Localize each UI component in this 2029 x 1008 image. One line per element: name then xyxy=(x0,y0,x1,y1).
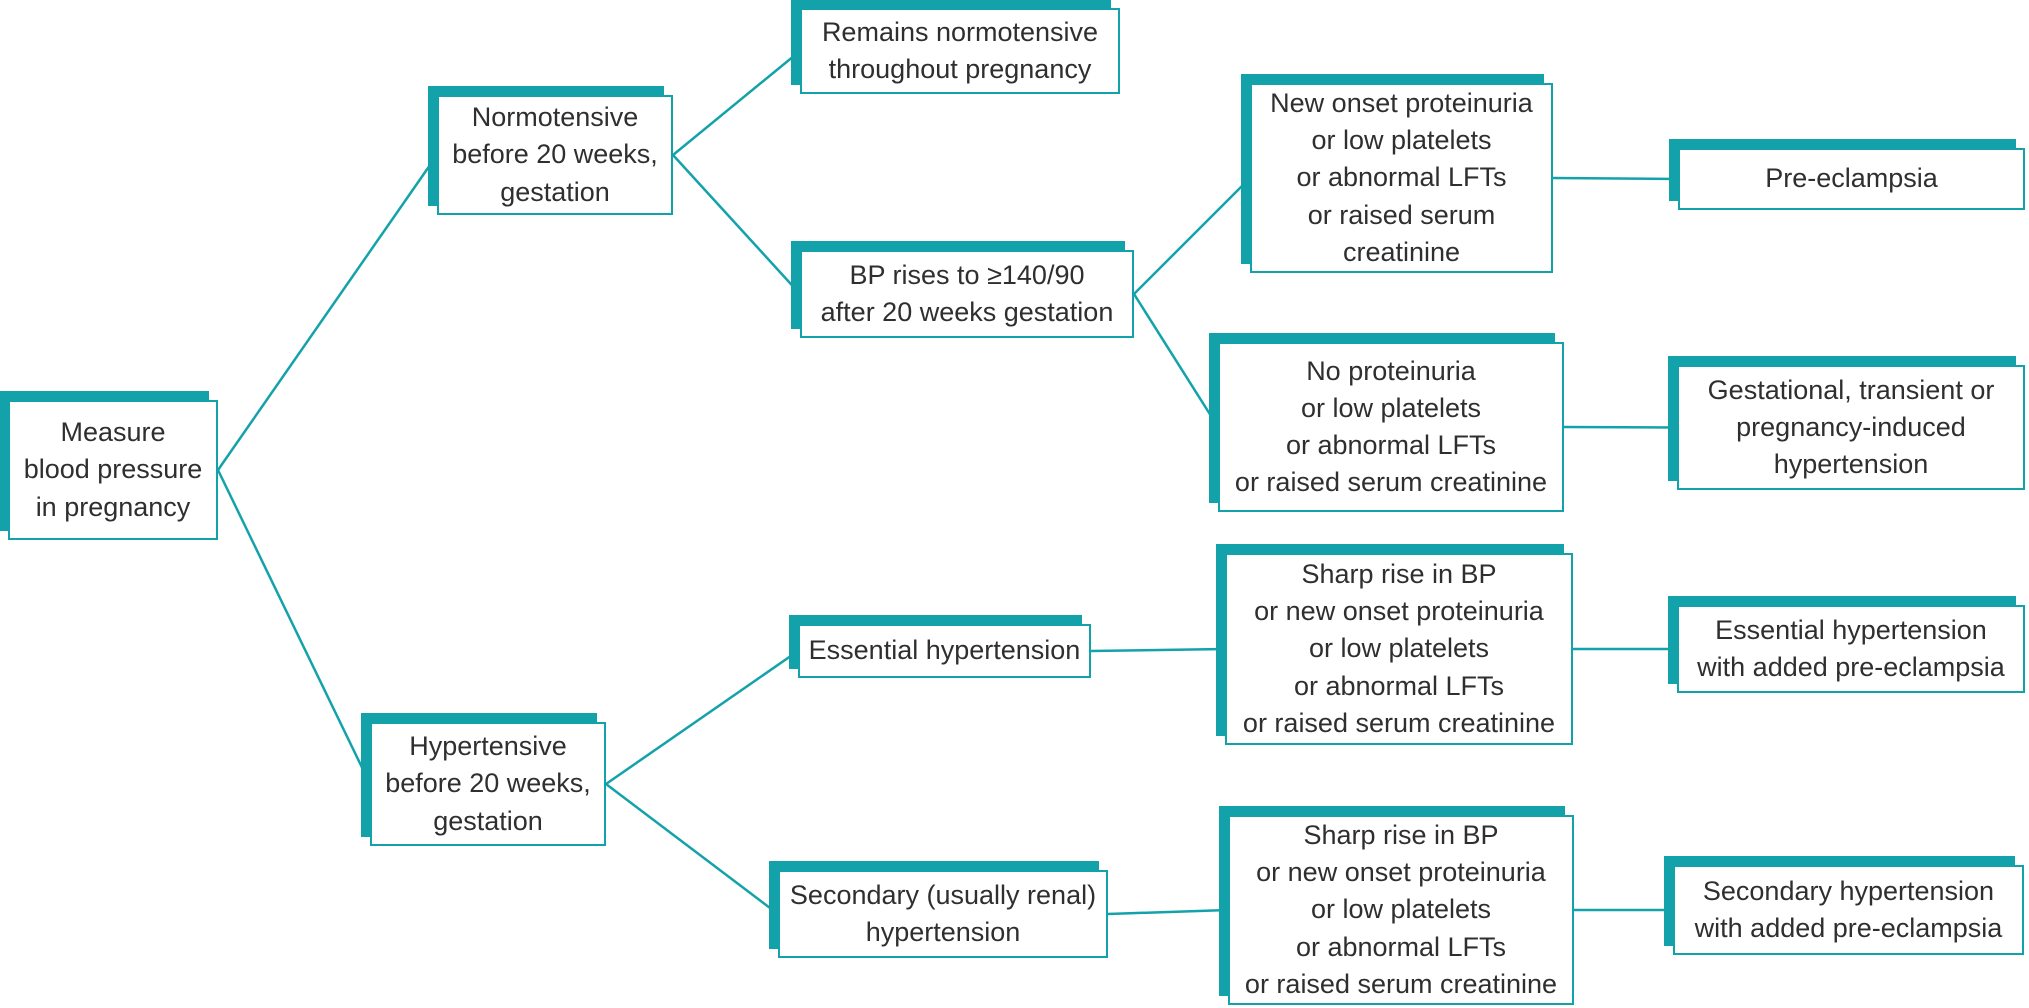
connector-measure-to-hypertensive xyxy=(216,469,372,785)
connector-normotensive-to-bp_rises xyxy=(672,154,801,295)
node-essential-with-pre-eclampsia: Essential hypertension with added pre-ec… xyxy=(1677,605,2025,693)
node-essential-hypertension: Essential hypertension xyxy=(798,624,1091,678)
node-sharp-rise-essential: Sharp rise in BP or new onset proteinuri… xyxy=(1225,553,1573,745)
node-no-proteinuria: No proteinuria or low platelets or abnor… xyxy=(1218,342,1564,512)
connector-no_proteinuria-to-gestational xyxy=(1563,425,1678,429)
connector-bp_rises-to-new_onset xyxy=(1133,177,1251,295)
node-gestational-hypertension: Gestational, transient or pregnancy-indu… xyxy=(1677,365,2025,490)
connector-measure-to-normotensive xyxy=(216,154,439,471)
node-secondary-hypertension: Secondary (usually renal) hypertension xyxy=(778,870,1108,958)
node-pre-eclampsia: Pre-eclampsia xyxy=(1678,148,2025,210)
node-new-onset-proteinuria: New onset proteinuria or low platelets o… xyxy=(1250,83,1553,273)
node-secondary-with-pre-eclampsia: Secondary hypertension with added pre-ec… xyxy=(1673,865,2024,955)
connector-new_onset-to-preeclampsia xyxy=(1552,176,1679,181)
node-bp-rises-after-20-weeks: BP rises to ≥140/90 after 20 weeks gesta… xyxy=(800,250,1134,338)
connector-bp_rises-to-no_proteinuria xyxy=(1132,293,1220,428)
connector-hypertensive-to-essential xyxy=(605,649,799,786)
node-remains-normotensive: Remains normotensive throughout pregnanc… xyxy=(800,8,1120,94)
connector-essential-to-sharp1 xyxy=(1090,647,1226,653)
node-hypertensive-before-20-weeks: Hypertensive before 20 weeks, gestation xyxy=(370,722,606,846)
connector-secondary-to-sharp2 xyxy=(1107,908,1229,916)
node-sharp-rise-secondary: Sharp rise in BP or new onset proteinuri… xyxy=(1228,815,1574,1005)
node-normotensive-before-20-weeks: Normotensive before 20 weeks, gestation xyxy=(437,95,673,215)
connector-hypertensive-to-secondary xyxy=(605,783,779,915)
node-measure-blood-pressure: Measure blood pressure in pregnancy xyxy=(8,400,218,540)
connector-normotensive-to-remains xyxy=(672,50,801,156)
